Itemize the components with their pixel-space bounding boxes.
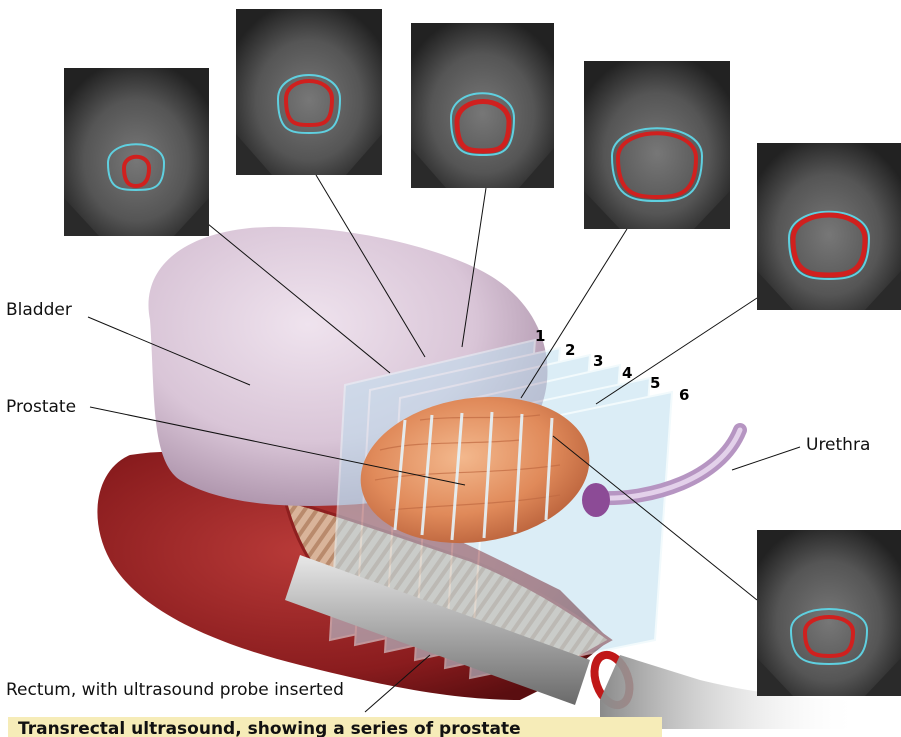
urethra-label: Urethra [806,435,870,455]
ultrasound-image-2 [236,9,382,175]
ultrasound-image-1 [64,68,209,236]
ultrasound-image-3 [411,23,554,188]
figure-caption: Transrectal ultrasound, showing a series… [8,717,662,737]
ultrasound-image-4 [584,61,730,229]
slice-number-2: 2 [565,341,575,359]
prostate-label: Prostate [6,397,76,417]
slice-number-1: 1 [535,327,545,345]
slice-number-3: 3 [593,352,603,370]
bladder-label: Bladder [6,300,72,320]
rectum-label: Rectum, with ultrasound probe inserted [6,680,344,700]
urethra-opening [582,483,610,517]
slice-number-4: 4 [622,364,632,382]
slice-number-6: 6 [679,386,689,404]
ultrasound-image-5 [757,143,901,310]
ultrasound-image-6 [757,530,901,696]
slice-number-5: 5 [650,374,660,392]
